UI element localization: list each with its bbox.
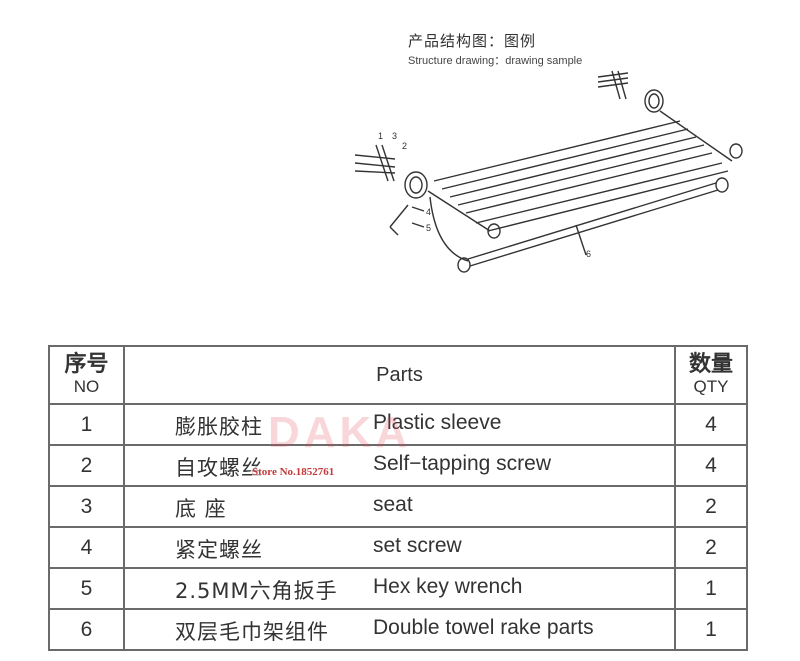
part-name-cn: 底 座 [175,497,227,521]
header-no-en: NO [73,377,100,396]
table-row: 3 底 座 seat 2 [48,485,748,528]
store-number-watermark: Store No.1852761 [252,466,335,478]
left-wall-mount [354,144,428,236]
callout-3: 3 [392,131,397,141]
row-qty: 4 [674,403,748,446]
callout-1: 1 [378,131,383,141]
part-name-cn: 自攻螺丝 [175,456,263,480]
row-qty: 1 [674,567,748,610]
part-name-en: Plastic sleeve [373,411,502,434]
table-row: 1 膨胀胶柱 Plastic sleeve 4 [48,403,748,446]
top-shelf-rails [433,120,729,232]
callout-4: 4 [426,207,431,217]
row-no: 2 [48,444,125,487]
row-qty: 2 [674,485,748,528]
part-name-en: Double towel rake parts [373,616,594,639]
header-qty-en: QTY [693,377,729,396]
header-qty: 数量 QTY [674,345,748,405]
row-no: 1 [48,403,125,446]
drawing-title-en: Structure drawing：drawing sample [408,55,583,67]
part-name-en: set screw [373,534,462,557]
row-parts: 膨胀胶柱 Plastic sleeve [123,403,676,446]
bottom-towel-bar [429,177,729,273]
row-parts: 2.5MM六角扳手 Hex key wrench [123,567,676,610]
callout-2: 2 [402,141,407,151]
row-no: 6 [48,608,125,651]
right-wall-mount [597,70,664,113]
row-parts: 双层毛巾架组件 Double towel rake parts [123,608,676,651]
drawing-title-cn: 产品结构图：图例 [408,32,537,50]
row-qty: 1 [674,608,748,651]
towel-rack-structure-drawing: 1 2 3 4 5 6 [354,70,743,273]
part-name-cn: 膨胀胶柱 [175,415,263,439]
header-no-cn: 序号 [64,352,109,377]
table-header-row: 序号 NO Parts 数量 QTY [48,345,748,405]
row-no: 3 [48,485,125,528]
part-name-en: Hex key wrench [373,575,523,598]
row-no: 4 [48,526,125,569]
header-parts: Parts [123,345,676,405]
part-name-en: seat [373,493,413,516]
row-no: 5 [48,567,125,610]
part-name-cn: 紧定螺丝 [175,538,263,562]
callout-5: 5 [426,223,431,233]
row-parts: 底 座 seat [123,485,676,528]
header-qty-cn: 数量 [688,352,733,377]
table-row: 2 自攻螺丝 Self−tapping screw 4 [48,444,748,487]
row-qty: 2 [674,526,748,569]
daka-watermark: DAKA [268,408,412,457]
parts-table: 序号 NO Parts 数量 QTY 1 膨胀胶柱 Plastic sleeve… [48,345,748,651]
table-row: 4 紧定螺丝 set screw 2 [48,526,748,569]
callout-6: 6 [586,249,591,259]
row-qty: 4 [674,444,748,487]
part-name-cn: 双层毛巾架组件 [175,620,329,644]
part-name-en: Self−tapping screw [373,452,552,475]
row-parts: 紧定螺丝 set screw [123,526,676,569]
table-row: 5 2.5MM六角扳手 Hex key wrench 1 [48,567,748,610]
header-no: 序号 NO [48,345,125,405]
part-name-cn: 2.5MM六角扳手 [175,579,338,603]
row-parts: 自攻螺丝 Self−tapping screw [123,444,676,487]
table-row: 6 双层毛巾架组件 Double towel rake parts 1 [48,608,748,651]
